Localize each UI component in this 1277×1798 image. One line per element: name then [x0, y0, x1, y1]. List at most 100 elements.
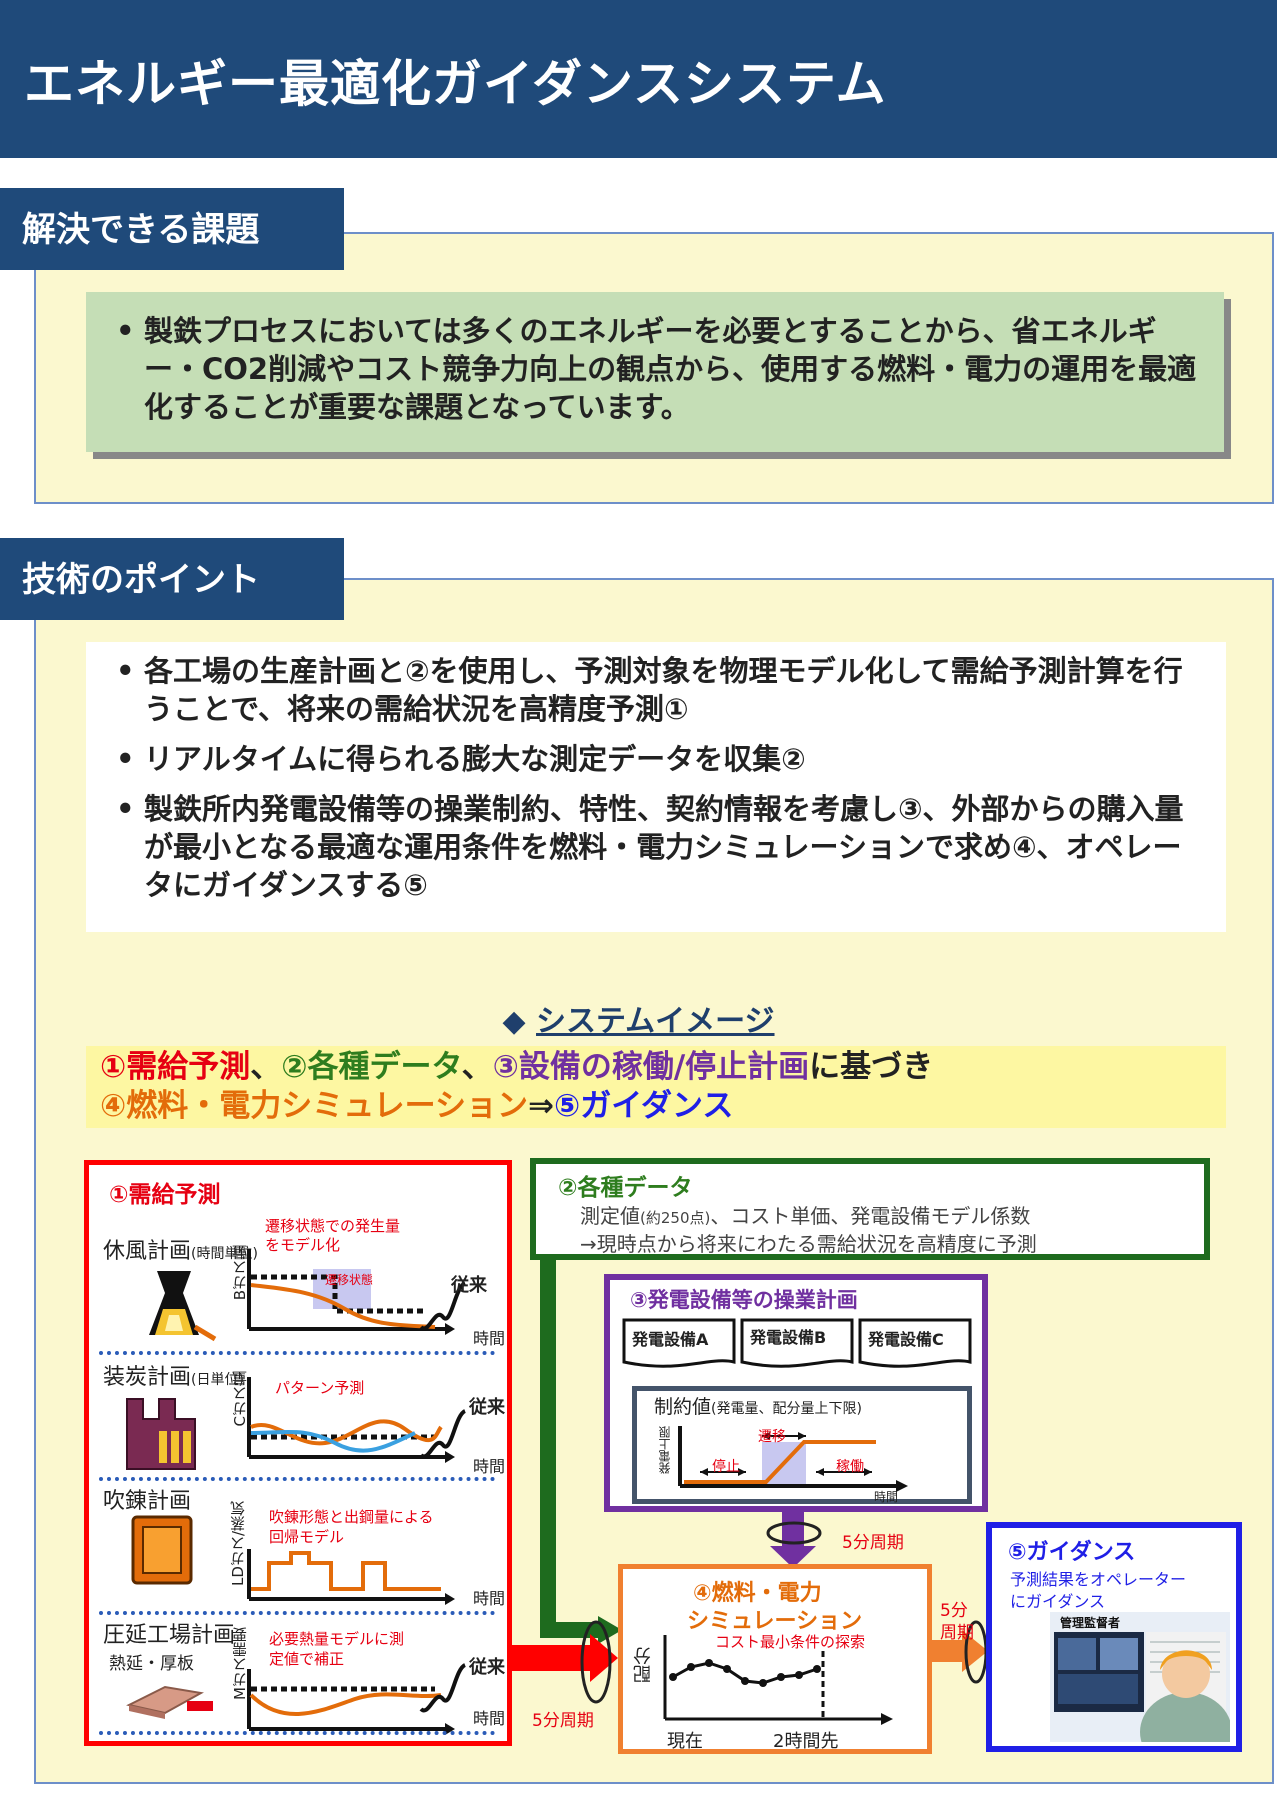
cycle-label-2: 5分周期: [842, 1533, 904, 1553]
constraint-run: 稼働: [836, 1459, 864, 1475]
cycle-label-3a: 5分: [940, 1601, 968, 1621]
row4-plan: 圧延工場計画: [103, 1623, 236, 1648]
issue-bullet-1: 製鉄プロセスにおいては多くのエネルギーを必要とすることから、省エネルギー・CO2…: [106, 312, 1204, 426]
orange-connector: [930, 1640, 964, 1662]
summary-various-data: ②各種データ: [281, 1049, 462, 1085]
issue-heading: 解決できる課題: [0, 188, 344, 270]
summary-based-on: に基づき: [809, 1049, 934, 1085]
red-connector: [512, 1645, 592, 1671]
tech-bullet-3: 製鉄所内発電設備等の操業制約、特性、契約情報を考慮し③、外部からの購入量が最小と…: [106, 790, 1210, 904]
row2-plan: 装炭計画(日単位): [103, 1365, 244, 1390]
summary-arrow: ⇒: [528, 1088, 554, 1124]
tech-heading: 技術のポイント: [0, 538, 344, 620]
row-separator: [99, 1611, 495, 1615]
panel-simulation: ④燃料・電力 シミュレーション コスト最小条件の探索 配分 現在 2時間先: [618, 1564, 932, 1754]
summary-sep: 、: [461, 1049, 493, 1085]
issue-bullets: 製鉄プロセスにおいては多くのエネルギーを必要とすることから、省エネルギー・CO2…: [106, 312, 1204, 426]
panel4-axis: 配分: [633, 1647, 654, 1683]
purple-connector: [782, 1510, 804, 1550]
cycle-label-1: 5分周期: [532, 1711, 594, 1731]
constraint-axis: 発電上限: [658, 1426, 672, 1474]
row4-time: 時間: [473, 1709, 506, 1728]
blast-furnace-icon: [149, 1271, 217, 1342]
row1-legend-curve: [419, 1281, 467, 1331]
panel4-title-2: シミュレーション: [687, 1609, 863, 1634]
summary-simulation: ④燃料・電力シミュレーション: [100, 1088, 529, 1124]
row2-note: パターン予測: [275, 1379, 365, 1397]
row4-sub: 熱延・厚板: [109, 1654, 194, 1674]
row3-time: 時間: [473, 1589, 506, 1608]
summary-guidance: ⑤ガイダンス: [554, 1088, 734, 1124]
row2-legend: 従来: [469, 1397, 505, 1418]
panel2-line1: 測定値(約250点)、コスト単価、発電設備モデル係数: [580, 1204, 1031, 1228]
panel3-title: ③発電設備等の操業計画: [630, 1288, 858, 1312]
row4-graph: [247, 1669, 455, 1735]
converter-icon: [131, 1515, 193, 1585]
equipment-a: 発電設備A: [632, 1330, 709, 1349]
page-title: エネルギー最適化ガイダンスシステム: [24, 55, 887, 113]
tech-bullet-2: リアルタイムに得られる膨大な測定データを収集②: [106, 740, 1210, 778]
row1-note: 遷移状態での発生量 をモデル化: [265, 1217, 401, 1254]
panel2-line2: →現時点から将来にわたる需給状況を高精度に予測: [580, 1232, 1037, 1256]
row3-note: 吹錬形態と出鋼量による 回帰モデル: [269, 1508, 434, 1546]
tech-bullet-1: 各工場の生産計画と②を使用し、予測対象を物理モデル化して需給予測計算を行うことで…: [106, 652, 1210, 728]
summary-equipment-plan: ③設備の稼働/停止計画: [492, 1049, 810, 1085]
operator-monitor-icon: [1050, 1612, 1230, 1742]
slab-icon: [126, 1685, 213, 1719]
row-separator: [99, 1351, 495, 1355]
panel5-line2: にガイダンス: [1010, 1592, 1106, 1611]
summary-demand-forecast: ①需給予測: [100, 1049, 251, 1085]
summary-sep: 、: [250, 1049, 282, 1085]
row4-legend: 従来: [469, 1657, 505, 1678]
equipment-c: 発電設備C: [868, 1330, 944, 1349]
row1-sub: 遷移状態: [325, 1273, 374, 1287]
panel4-now: 現在: [667, 1731, 703, 1752]
red-arrow-head: [590, 1634, 618, 1682]
panel4-graph: [663, 1635, 893, 1725]
row4-legend-curve: [419, 1663, 467, 1713]
row1-legend: 従来: [451, 1275, 487, 1296]
panel4-later: 2時間先: [773, 1731, 839, 1752]
summary-line-1: ①需給予測、②各種データ、③設備の稼働/停止計画に基づき: [100, 1048, 1226, 1087]
equipment-b: 発電設備B: [750, 1328, 827, 1347]
panel5-title: ⑤ガイダンス: [1008, 1540, 1136, 1565]
cycle-label-3b: 周期: [940, 1623, 974, 1643]
green-connector: [540, 1260, 600, 1638]
row1-time: 時間: [473, 1329, 506, 1348]
cycle-loop-2: [766, 1521, 822, 1545]
panel2-title: ②各種データ: [558, 1175, 693, 1201]
constraint-stop: 停止: [712, 1459, 740, 1475]
green-arrow-head: [598, 1616, 622, 1644]
panel-demand-forecast: ①需給予測 休風計画(時間単位) Bガス量 遷移状態での発生量 をモデル化 遷移…: [84, 1160, 512, 1746]
panel1-title: ①需給予測: [109, 1182, 221, 1208]
row-separator: [99, 1731, 495, 1735]
purple-arrow-head: [770, 1546, 816, 1568]
row-separator: [99, 1477, 495, 1481]
constraint-graph: [678, 1426, 908, 1492]
tech-bullets: 各工場の生産計画と②を使用し、予測対象を物理モデル化して需給予測計算を行うことで…: [106, 652, 1210, 904]
row4-note: 必要熱量モデルに測 定値で補正: [269, 1630, 405, 1668]
row2-graph: [247, 1377, 455, 1463]
panel-guidance: ⑤ガイダンス 予測結果をオペレーター にガイダンス 管理監督者: [986, 1522, 1242, 1752]
row3-plan: 吹錬計画: [103, 1489, 192, 1514]
tech-card: 各工場の生産計画と②を使用し、予測対象を物理モデル化して需給予測計算を行うことで…: [86, 642, 1226, 932]
panel5-line1: 予測結果をオペレーター: [1010, 1570, 1187, 1589]
header-bar: [0, 0, 1277, 158]
constraint-transition: 遷移: [758, 1429, 786, 1445]
system-image-title: ◆ システムイメージ: [0, 996, 1277, 1040]
row2-legend-curve: [419, 1409, 467, 1459]
row1-plan: 休風計画(時間単位): [103, 1239, 258, 1264]
coke-oven-icon: [126, 1398, 196, 1470]
diagram-connectors: [512, 1260, 988, 1704]
row3-graph: [247, 1549, 455, 1605]
row2-time: 時間: [473, 1457, 506, 1476]
panel-equipment-plan: ③発電設備等の操業計画 発電設備A 発電設備B 発電設備C 制約値(発電量、配分…: [604, 1274, 988, 1512]
panel4-note: コスト最小条件の探索: [715, 1633, 866, 1651]
summary-band: ①需給予測、②各種データ、③設備の稼働/停止計画に基づき ④燃料・電力シミュレー…: [86, 1046, 1226, 1128]
issue-card: 製鉄プロセスにおいては多くのエネルギーを必要とすることから、省エネルギー・CO2…: [86, 292, 1224, 452]
panel4-title-1: ④燃料・電力: [693, 1581, 822, 1606]
panel5-screen-label: 管理監督者: [1060, 1616, 1121, 1630]
panel-various-data: ②各種データ 測定値(約250点)、コスト単価、発電設備モデル係数 →現時点から…: [530, 1158, 1210, 1260]
summary-line-2: ④燃料・電力シミュレーション⇒⑤ガイダンス: [100, 1087, 1226, 1126]
constraint-time: 時間: [874, 1490, 899, 1504]
